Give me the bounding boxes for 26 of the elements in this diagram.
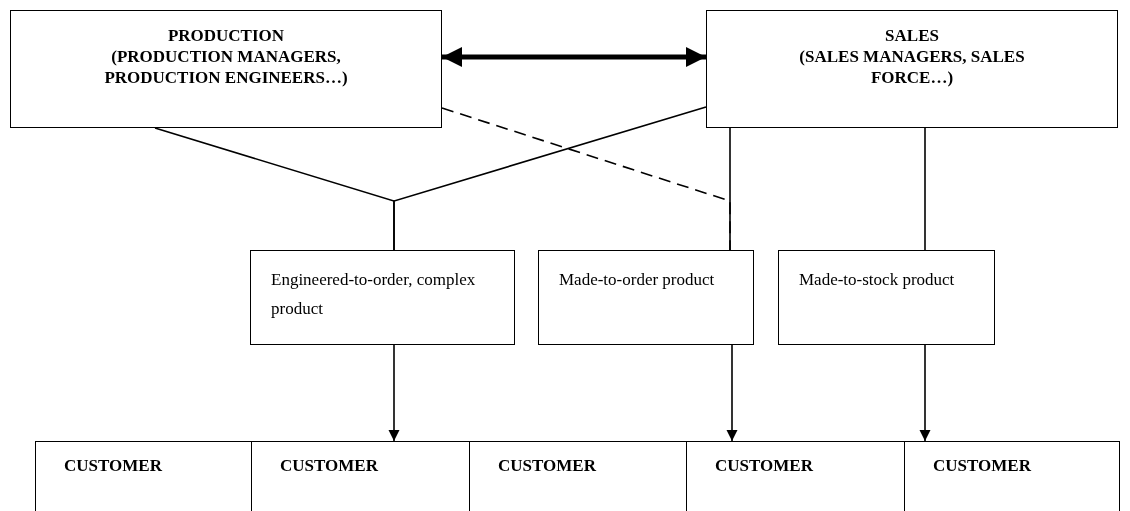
customer-label: CUSTOMER	[64, 455, 162, 476]
heading-text: PRODUCTION	[167, 25, 285, 46]
connector-line	[729, 127, 731, 251]
department-box	[10, 10, 442, 128]
product-label: Made-to-stock product	[799, 269, 955, 291]
arrow	[442, 47, 706, 67]
department-box	[706, 10, 1118, 128]
customer-label: CUSTOMER	[280, 455, 378, 476]
customer-cell	[35, 441, 252, 511]
product-box	[250, 250, 515, 345]
arrow	[388, 344, 400, 442]
product-box	[538, 250, 754, 345]
subheading-text: (PRODUCTION MANAGERS, PRODUCTION ENGINEERS…)	[103, 46, 349, 88]
product-label: Made-to-order product	[559, 269, 715, 291]
product-label: Engineered-to-order, complex product	[271, 269, 477, 320]
subheading-text: (SALES MANAGERS, SALES FORCE…)	[798, 46, 1026, 88]
customer-label: CUSTOMER	[933, 455, 1031, 476]
customer-label: CUSTOMER	[498, 455, 596, 476]
customer-cell	[904, 441, 1120, 511]
customer-label: CUSTOMER	[715, 455, 813, 476]
heading-text: SALES	[885, 25, 939, 46]
arrow	[726, 344, 738, 442]
arrow	[919, 344, 931, 442]
product-box	[778, 250, 995, 345]
connector-line	[393, 106, 707, 251]
connector-line	[924, 127, 926, 251]
